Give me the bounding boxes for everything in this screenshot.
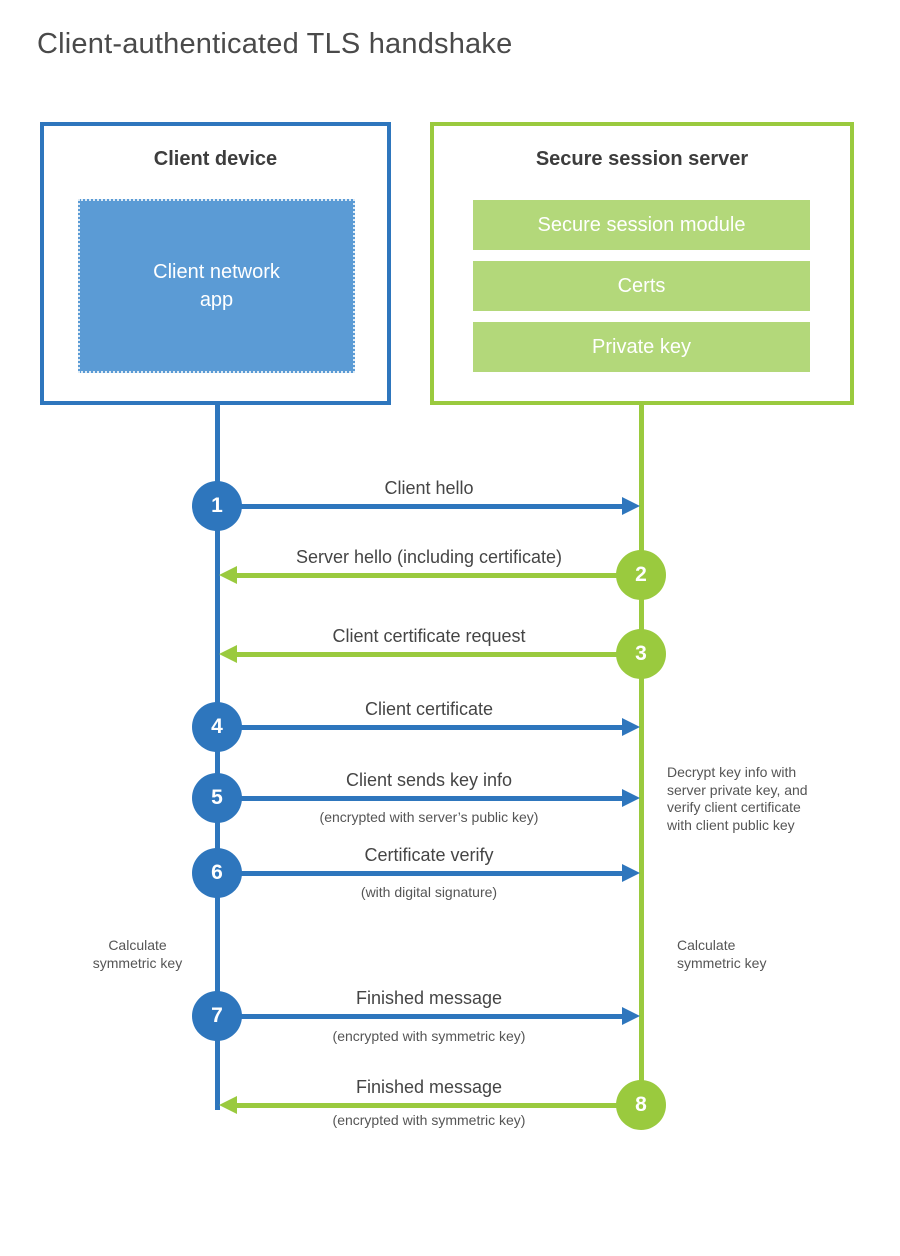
step-1-arrowhead-icon: [622, 497, 640, 515]
step-7-arrow: [240, 1014, 622, 1019]
step-7-sublabel: (encrypted with symmetric key): [332, 1028, 526, 1044]
step-2-label: Server hello (including certificate): [295, 547, 563, 567]
step-7-label: Finished message: [355, 988, 503, 1008]
step-4-label: Client certificate: [364, 699, 494, 719]
step-6-arrow: [240, 871, 622, 876]
step-3-label: Client certificate request: [332, 626, 526, 646]
step-3-arrow: [237, 652, 618, 657]
server-module-certs: Certs: [473, 261, 810, 311]
client-network-app-box: Client network app: [78, 199, 355, 373]
server-decrypt-note: Decrypt key info with server private key…: [667, 764, 808, 833]
step-6-number-badge: 6: [192, 848, 242, 898]
step-3-arrowhead-icon: [219, 645, 237, 663]
server-lifeline: [639, 405, 644, 1082]
step-7-number-badge: 7: [192, 991, 242, 1041]
client-device-heading: Client device: [153, 148, 278, 170]
step-6-arrowhead-icon: [622, 864, 640, 882]
step-4-arrowhead-icon: [622, 718, 640, 736]
page-title: Client-authenticated TLS handshake: [37, 28, 513, 60]
step-1-arrow: [240, 504, 622, 509]
step-2-number-badge: 2: [616, 550, 666, 600]
secure-session-server-heading: Secure session server: [535, 148, 749, 170]
step-8-arrow: [237, 1103, 618, 1108]
step-5-number-badge: 5: [192, 773, 242, 823]
step-5-sublabel: (encrypted with server’s public key): [319, 809, 539, 825]
calculate-symmetric-key-note-client: Calculate symmetric key: [92, 937, 183, 971]
step-1-number-badge: 1: [192, 481, 242, 531]
step-8-sublabel: (encrypted with symmetric key): [332, 1112, 526, 1128]
step-7-arrowhead-icon: [622, 1007, 640, 1025]
step-3-number-badge: 3: [616, 629, 666, 679]
client-lifeline: [215, 405, 220, 1110]
step-5-arrowhead-icon: [622, 789, 640, 807]
step-2-arrow: [237, 573, 618, 578]
client-device-box: Client device Client network app: [40, 122, 391, 405]
server-module-private-key: Private key: [473, 322, 810, 372]
step-1-label: Client hello: [384, 478, 474, 498]
secure-session-server-box: Secure session server Secure session mod…: [430, 122, 854, 405]
calculate-symmetric-key-note-server: Calculate symmetric key: [677, 937, 767, 971]
server-module-secure-session: Secure session module: [473, 200, 810, 250]
step-8-number-badge: 8: [616, 1080, 666, 1130]
step-5-label: Client sends key info: [345, 770, 513, 790]
step-4-arrow: [240, 725, 622, 730]
step-4-number-badge: 4: [192, 702, 242, 752]
step-5-arrow: [240, 796, 622, 801]
step-6-sublabel: (with digital signature): [360, 884, 498, 900]
step-8-label: Finished message: [355, 1077, 503, 1097]
step-6-label: Certificate verify: [364, 845, 494, 865]
step-2-arrowhead-icon: [219, 566, 237, 584]
step-8-arrowhead-icon: [219, 1096, 237, 1114]
